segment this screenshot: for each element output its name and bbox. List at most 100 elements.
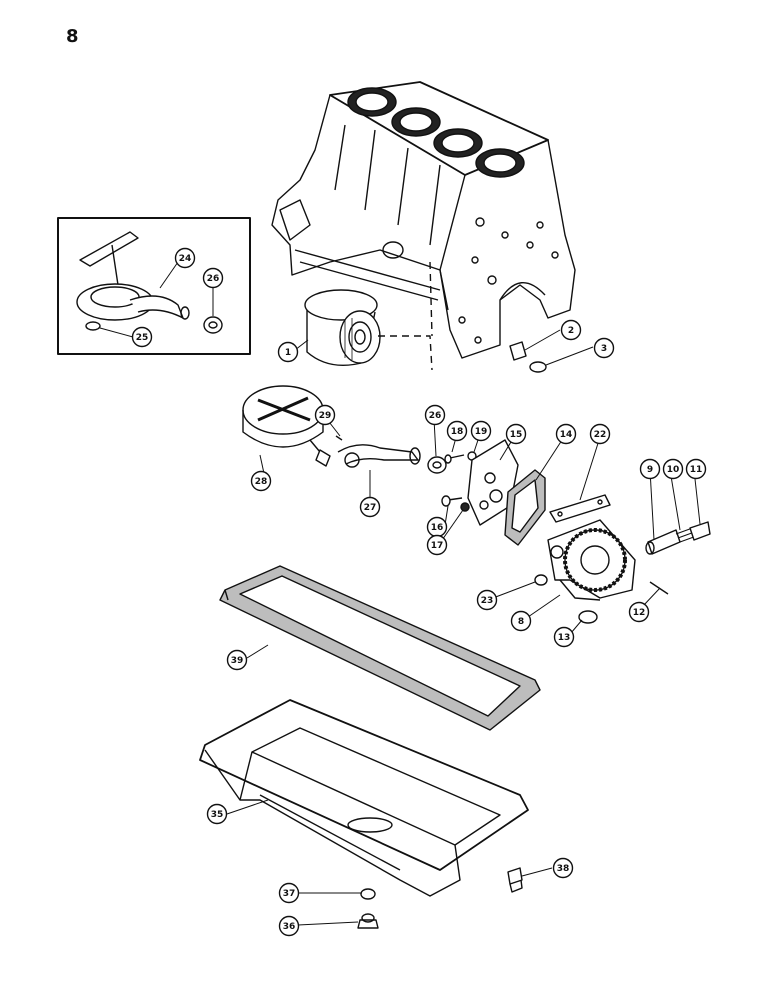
callout-10: 10	[662, 458, 684, 480]
callout-label: 23	[481, 596, 494, 606]
callout-29: 29	[314, 404, 336, 426]
callout-label: 36	[283, 922, 296, 932]
callout-label: 16	[431, 523, 444, 533]
callout-label: 38	[557, 864, 570, 874]
callout-label: 24	[179, 254, 192, 264]
callout-label: 27	[364, 503, 377, 513]
callout-circle	[278, 915, 300, 937]
callout-37: 37	[278, 882, 300, 904]
callout-label: 22	[594, 430, 607, 440]
callout-25: 25	[131, 326, 153, 348]
callout-label: 8	[518, 617, 524, 627]
callout-circle	[662, 458, 684, 480]
oil-screen-and-pipe	[242, 385, 447, 474]
callout-label: 37	[283, 889, 296, 899]
callout-label: 11	[690, 465, 703, 475]
callout-label: 35	[211, 810, 224, 820]
callout-8: 8	[510, 610, 532, 632]
callout-circle	[589, 423, 611, 445]
callout-circle	[593, 337, 615, 359]
callout-label: 28	[255, 477, 268, 487]
pump-bracket	[549, 494, 611, 523]
callout-27: 27	[359, 496, 381, 518]
pump-gasket	[504, 469, 546, 546]
relief-valve-parts	[534, 521, 711, 624]
fitting-and-washer	[509, 341, 547, 373]
callout-circle	[685, 458, 707, 480]
callout-39: 39	[226, 649, 248, 671]
callout-circle	[424, 404, 446, 426]
callout-label: 2	[568, 326, 574, 336]
callout-label: 19	[475, 427, 488, 437]
callout-label: 12	[633, 608, 646, 618]
callout-19: 19	[470, 420, 492, 442]
callout-circle	[628, 601, 650, 623]
callout-circle	[226, 649, 248, 671]
bolts-and-washers	[441, 451, 477, 512]
callout-circle	[131, 326, 153, 348]
callout-circle	[470, 420, 492, 442]
oil-filter	[304, 261, 433, 371]
callout-28: 28	[250, 470, 272, 492]
callout-label: 13	[558, 633, 571, 643]
callout-3: 3	[593, 337, 615, 359]
callout-14: 14	[555, 423, 577, 445]
callout-26: 26	[424, 404, 446, 426]
callout-9: 9	[639, 458, 661, 480]
callout-circle	[174, 247, 196, 269]
callout-circle	[446, 420, 468, 442]
callout-circle	[278, 882, 300, 904]
callout-circle	[202, 267, 224, 289]
callout-label: 26	[429, 411, 442, 421]
callout-12: 12	[628, 601, 650, 623]
callout-35: 35	[206, 803, 228, 825]
callout-circle	[277, 341, 299, 363]
callout-36: 36	[278, 915, 300, 937]
callout-circle	[510, 610, 532, 632]
callout-label: 18	[451, 427, 464, 437]
callout-13: 13	[553, 626, 575, 648]
callout-26: 26	[202, 267, 224, 289]
inset-box	[57, 217, 251, 355]
callout-circle	[505, 423, 527, 445]
drain-plugs	[357, 867, 523, 929]
callout-circle	[476, 589, 498, 611]
callout-circle	[639, 458, 661, 480]
callout-38: 38	[552, 857, 574, 879]
callout-label: 10	[667, 465, 680, 475]
callout-1: 1	[277, 341, 299, 363]
callout-16: 16	[426, 516, 448, 538]
oil-pan-gasket	[219, 565, 541, 731]
callout-23: 23	[476, 589, 498, 611]
callout-11: 11	[685, 458, 707, 480]
callout-17: 17	[426, 534, 448, 556]
callout-2: 2	[560, 319, 582, 341]
engine-block	[271, 81, 576, 359]
callout-label: 39	[231, 656, 244, 666]
callout-circle	[426, 534, 448, 556]
callout-label: 17	[431, 541, 444, 551]
callout-circle	[555, 423, 577, 445]
callout-circle	[250, 470, 272, 492]
oil-pan	[199, 699, 529, 897]
callout-18: 18	[446, 420, 468, 442]
callout-label: 29	[319, 411, 332, 421]
callout-label: 14	[560, 430, 573, 440]
callout-label: 1	[285, 348, 291, 358]
callout-circle	[553, 626, 575, 648]
callout-label: 15	[510, 430, 523, 440]
callout-circle	[206, 803, 228, 825]
callout-label: 3	[601, 344, 607, 354]
callout-circle	[314, 404, 336, 426]
callout-22: 22	[589, 423, 611, 445]
callout-circle	[552, 857, 574, 879]
callout-label: 9	[647, 465, 653, 475]
callout-24: 24	[174, 247, 196, 269]
oil-pump	[547, 519, 636, 601]
callout-circle	[359, 496, 381, 518]
callout-label: 26	[207, 274, 220, 284]
callout-15: 15	[505, 423, 527, 445]
page-number: 8	[66, 26, 79, 47]
